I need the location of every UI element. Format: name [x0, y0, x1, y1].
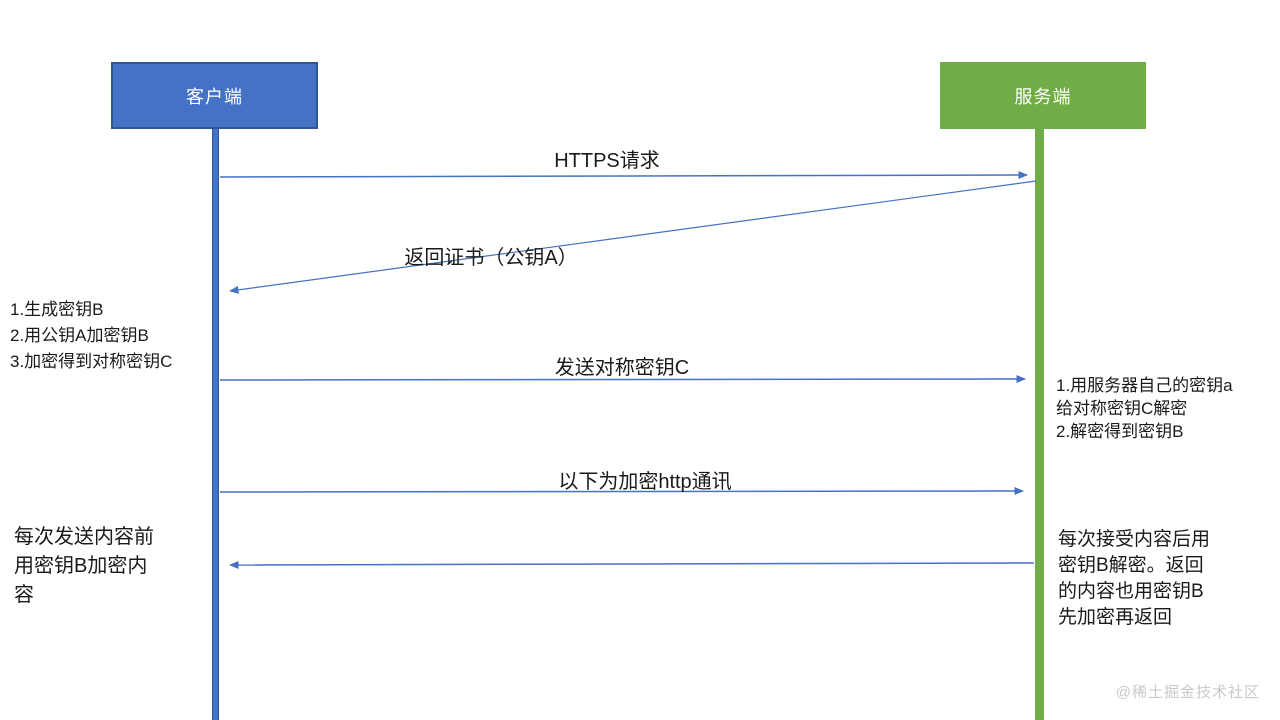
note-line: 给对称密钥C解密 — [1056, 399, 1188, 418]
lifeline-client — [212, 129, 219, 720]
arrow-encrypted-http — [219, 487, 1024, 496]
message-label-send-symmetric-key: 发送对称密钥C — [554, 357, 690, 379]
message-label-return-certificate: 返回证书（公钥A） — [404, 247, 578, 269]
actor-box-server: 服务端 — [940, 62, 1146, 129]
note-line: 每次接受内容后用 — [1058, 529, 1211, 550]
actor-label-client: 客户端 — [186, 86, 243, 107]
actor-box-client: 客户端 — [111, 62, 318, 129]
note-client-key-steps: 1.生成密钥B 2.用公钥A加密钥B 3.加密得到对称密钥C — [10, 297, 172, 375]
note-client-encrypt-content: 每次发送内容前 用密钥B加密内 容 — [14, 523, 154, 610]
arrow-send-symmetric-key — [219, 375, 1026, 384]
arrow-encrypted-response — [229, 560, 1035, 569]
lifeline-server — [1035, 129, 1044, 720]
arrow-https-request — [219, 171, 1028, 180]
note-line: 2.解密得到密钥B — [1056, 422, 1184, 441]
note-line: 1.生成密钥B — [10, 300, 104, 319]
note-line: 用密钥B加密内 — [14, 555, 148, 577]
note-server-decrypt-content: 每次接受内容后用 密钥B解密。返回 的内容也用密钥B 先加密再返回 — [1058, 527, 1210, 631]
note-server-decrypt-steps: 1.用服务器自己的密钥a 给对称密钥C解密 2.解密得到密钥B — [1056, 374, 1233, 443]
note-line: 先加密再返回 — [1058, 607, 1173, 628]
actor-label-server: 服务端 — [1014, 86, 1072, 107]
note-line: 2.用公钥A加密钥B — [10, 326, 149, 345]
message-label-encrypted-http: 以下为加密http通讯 — [558, 471, 732, 493]
arrow-return-certificate — [229, 180, 1037, 294]
watermark: @稀土掘金技术社区 — [1115, 684, 1260, 701]
note-line: 的内容也用密钥B — [1058, 581, 1204, 602]
message-label-https-request: HTTPS请求 — [554, 150, 660, 172]
note-line: 密钥B解密。返回 — [1058, 555, 1204, 576]
note-line: 每次发送内容前 — [14, 526, 154, 548]
note-line: 3.加密得到对称密钥C — [10, 352, 173, 371]
note-line: 1.用服务器自己的密钥a — [1056, 376, 1233, 395]
note-line: 容 — [14, 584, 34, 606]
